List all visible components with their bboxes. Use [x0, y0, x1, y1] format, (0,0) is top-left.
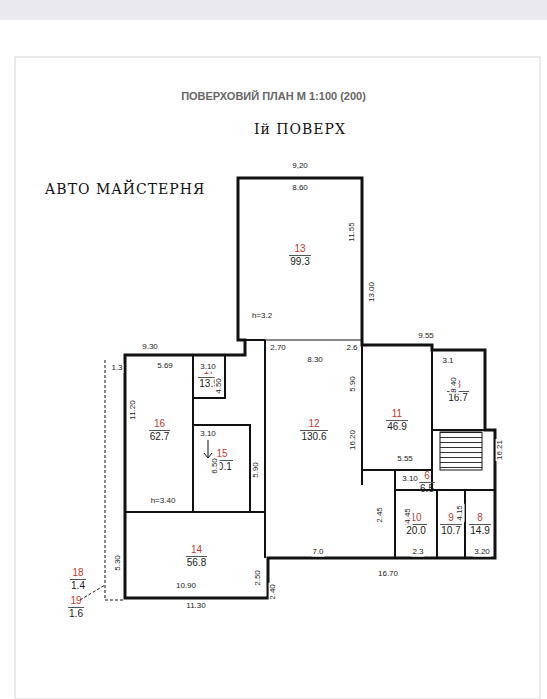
header-bar [0, 0, 547, 20]
room-number: 9 [448, 512, 454, 524]
room-number: 12 [308, 418, 319, 430]
dimension-label: 3.10 [199, 430, 217, 439]
room-area-value: 46.9 [386, 420, 407, 433]
dimension-label: 9.30 [141, 343, 159, 352]
dimension-label: 5.90 [349, 375, 358, 393]
room-area: 1146.9 [364, 380, 430, 460]
dimension-label: 3.20 [473, 548, 491, 557]
dimension-label: 11.20 [129, 399, 138, 420]
dimension-label: 8.60 [291, 184, 309, 193]
dimension-label: h=3.2 [251, 312, 273, 321]
dimension-label: 3.10 [401, 475, 419, 484]
room-number: 14 [191, 544, 202, 556]
dimension-label: 5.30 [114, 554, 123, 572]
room-number: 6 [424, 470, 430, 482]
dimension-label: 16.21 [496, 439, 505, 461]
room-area-value: 62.7 [149, 430, 170, 443]
room-number: 18 [72, 567, 83, 579]
dimension-label: 2.70 [269, 344, 287, 353]
dimension-label: 2.50 [254, 569, 263, 587]
room-area: 1020.0 [396, 495, 436, 553]
room-area-value: 10.7 [440, 524, 461, 537]
room-number: 13 [294, 243, 305, 255]
dimension-label: 5.69 [156, 362, 174, 371]
dimension-label: 3.1 [441, 357, 454, 366]
dimension-label: 10.90 [175, 582, 197, 591]
room-area-value: 99.3 [289, 255, 310, 268]
plan-title: ПОВЕРХОВИЙ ПЛАН М 1:100 (200) [0, 90, 547, 102]
dimension-label: 16.20 [349, 429, 358, 451]
room-area: 191.6 [58, 594, 94, 620]
room-area: 181.4 [60, 566, 96, 592]
room-area: 1399.3 [250, 200, 350, 310]
dimension-label: 6.50 [211, 457, 220, 475]
dimension-label: 2.3 [411, 548, 424, 557]
room-area-value: 1.6 [68, 607, 84, 620]
room-area-value: 20.0 [405, 524, 426, 537]
dimension-label: 2.40 [269, 583, 278, 601]
room-area-value: 1.4 [70, 579, 86, 592]
dimension-label: 11.55 [348, 221, 357, 242]
plan-heading: Iй ПОВЕРХ [253, 122, 347, 137]
dimension-label: 8.40 [450, 376, 459, 394]
plan-heading: АВТО МАЙСТЕРНЯ [44, 182, 207, 197]
room-area-value: 56.8 [186, 556, 207, 569]
dimension-label: 8.30 [306, 356, 324, 365]
room-area-value: 6.5 [419, 482, 435, 495]
dimension-label: 2.45 [376, 506, 385, 524]
room-area-value: 130.6 [300, 430, 327, 443]
stair-arrow [204, 440, 212, 458]
room-number: 8 [477, 512, 483, 524]
dimension-label: 5.90 [252, 461, 261, 479]
dimension-label: 2.6 [345, 344, 358, 353]
dimension-label: 4.15 [456, 504, 465, 522]
walls [80, 178, 495, 600]
dimension-label: 3.10 [199, 363, 217, 372]
dimension-label: 4.45 [404, 507, 413, 525]
dimension-label: 4.50 [215, 377, 224, 395]
dimension-label: 7.0 [311, 548, 324, 557]
dimension-label: 16.70 [377, 570, 399, 579]
room-area: 1662.7 [128, 380, 191, 480]
room-number: 16 [154, 418, 165, 430]
dimension-label: 1.3 [110, 364, 123, 373]
dimension-label: 9.55 [417, 332, 435, 341]
paper-sheet [15, 57, 540, 699]
room-area-value: 14.9 [469, 524, 490, 537]
room-number: 11 [392, 408, 402, 420]
stair-hatch [440, 432, 482, 470]
dimension-label: 13.00 [368, 281, 377, 303]
dimension-label: 11.30 [185, 602, 206, 611]
room-number: 19 [70, 595, 81, 607]
dimension-label: h=3.40 [150, 497, 177, 506]
room-area: 814.9 [466, 495, 494, 553]
dimension-label: 5.55 [396, 455, 414, 464]
room-area: 12130.6 [268, 380, 360, 480]
dimension-label: 9,20 [291, 162, 309, 171]
room-area: 1520.1 [196, 430, 248, 490]
